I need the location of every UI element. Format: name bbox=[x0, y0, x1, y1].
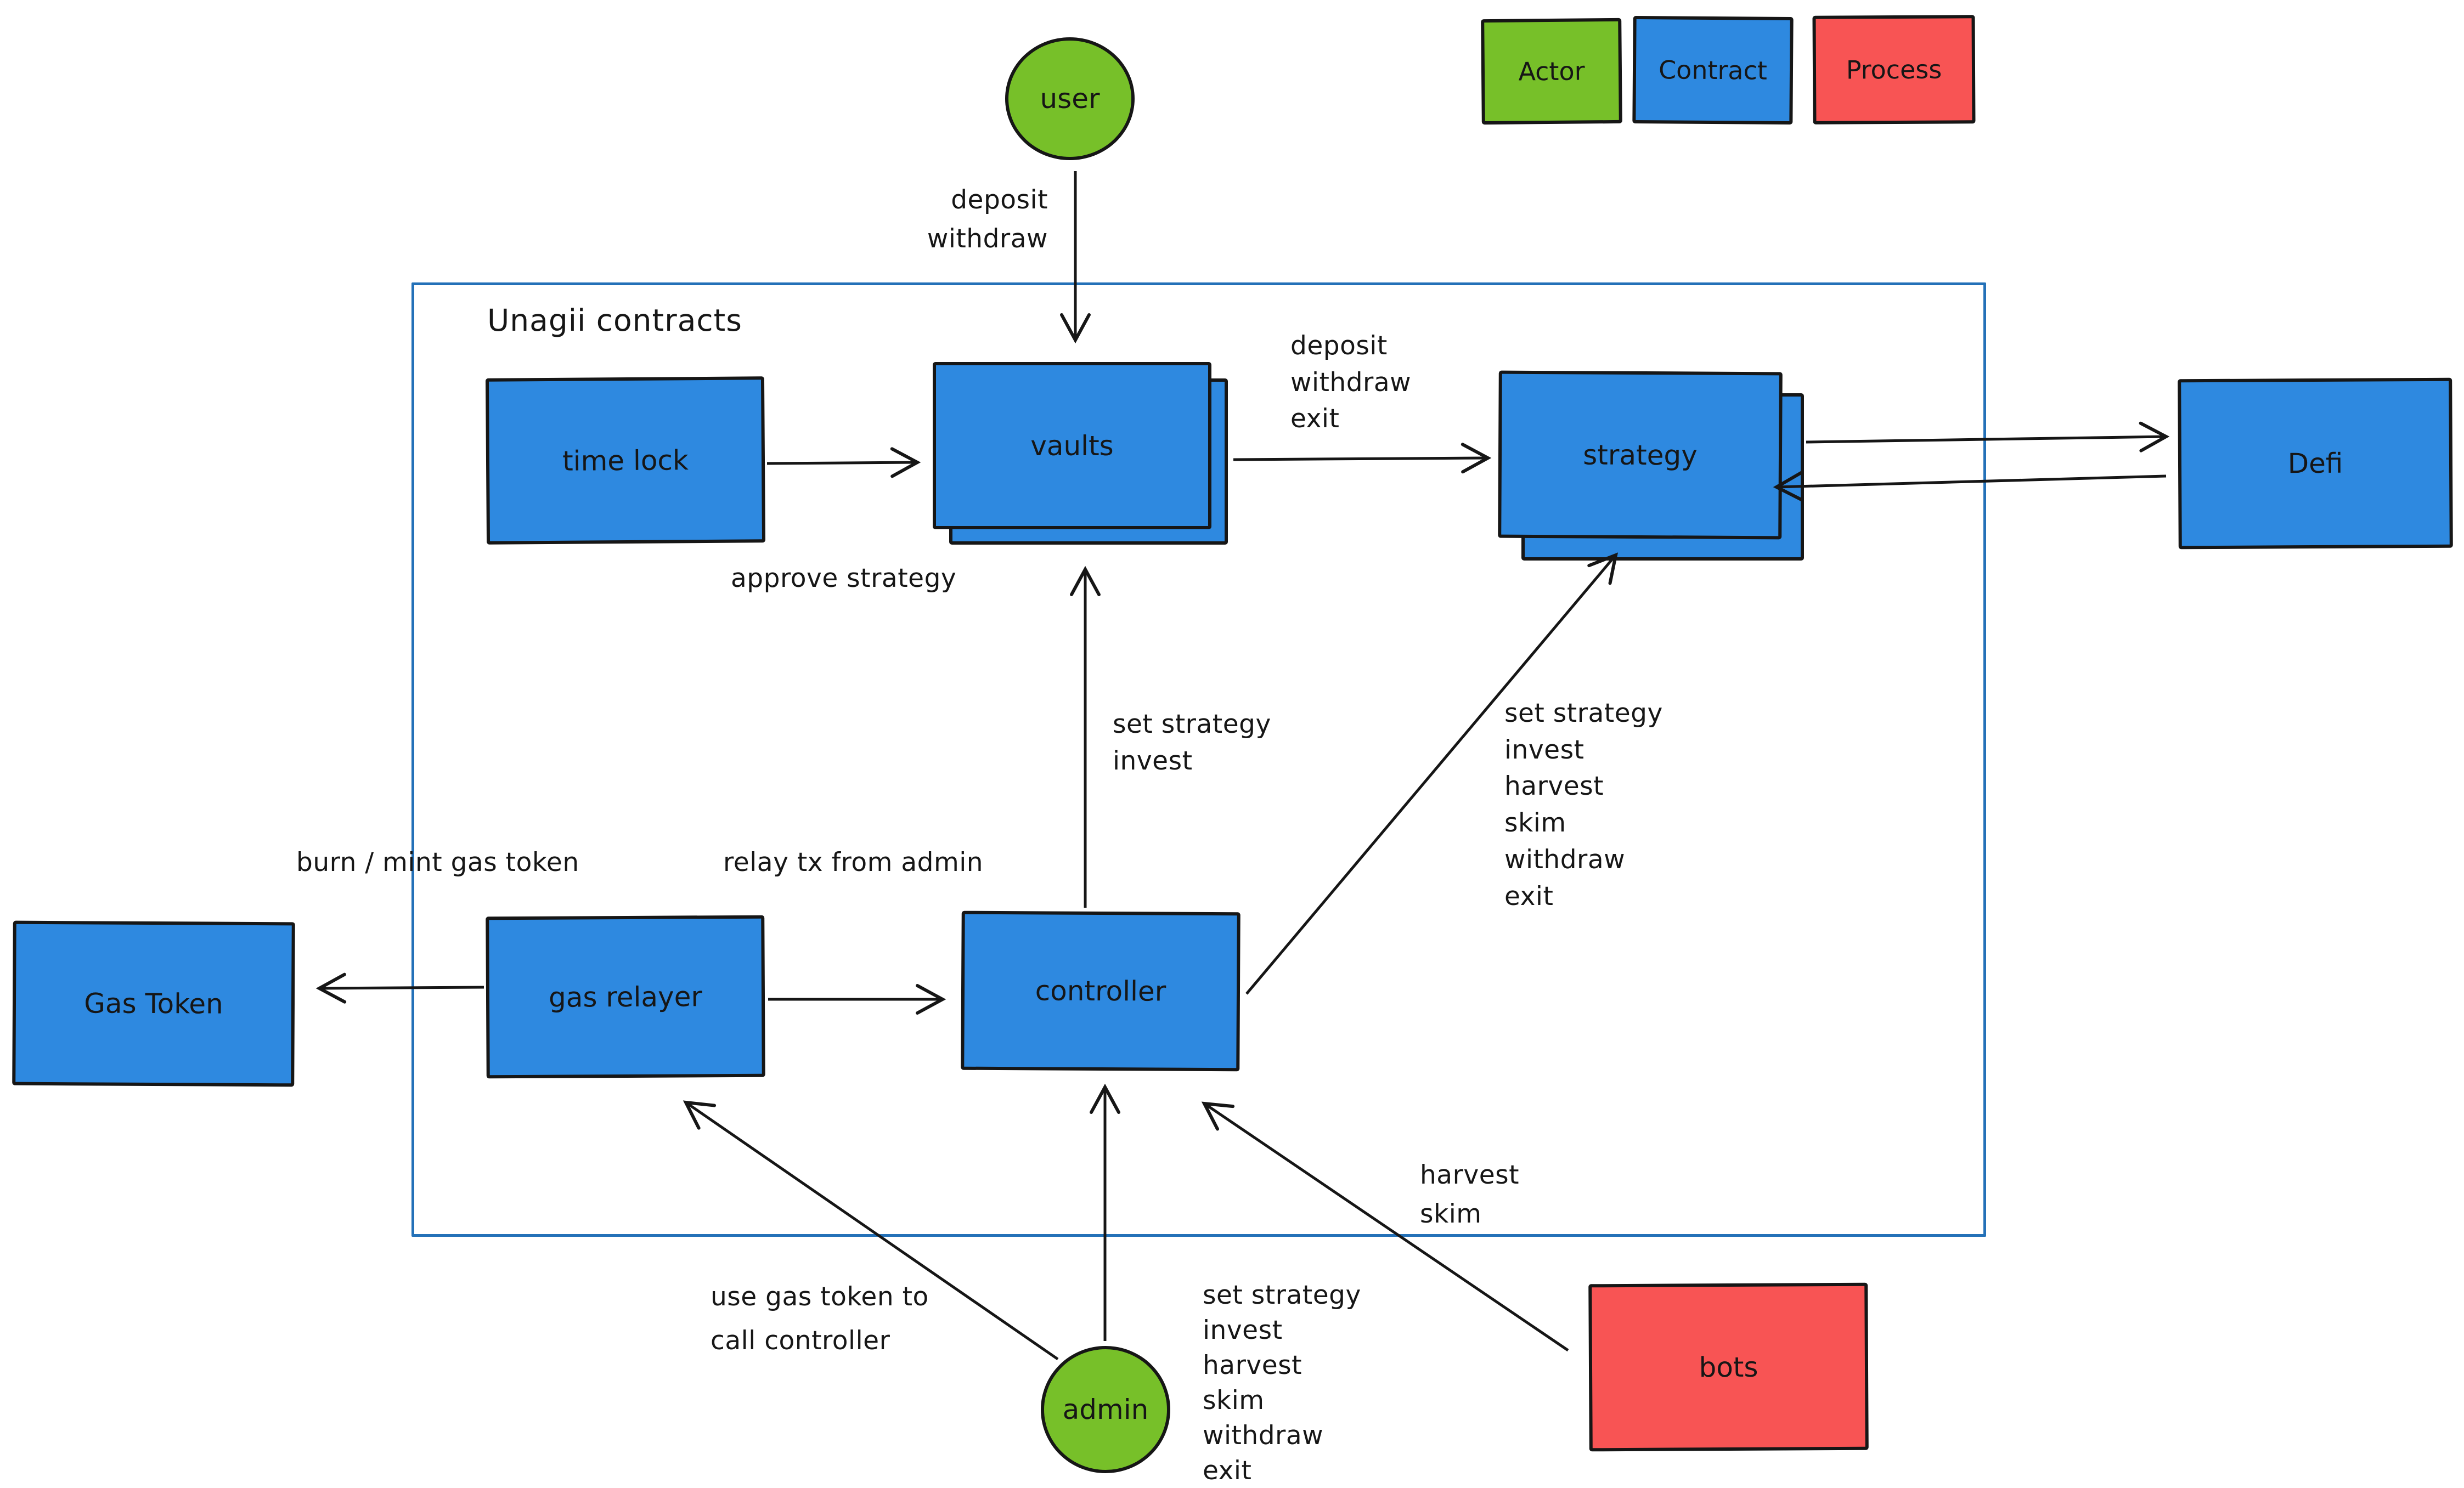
edge-label-controller-to-strategy: set strategy invest harvest skim withdra… bbox=[1504, 698, 1663, 912]
node-vaults: vaults bbox=[933, 362, 1211, 529]
node-strategy-label: strategy bbox=[1583, 438, 1698, 472]
legend-actor-box: Actor bbox=[1481, 18, 1622, 125]
edge-label-admin-to-controller: set strategy invest harvest skim withdra… bbox=[1203, 1280, 1361, 1486]
node-bots: bots bbox=[1588, 1282, 1869, 1452]
node-admin-label: admin bbox=[1062, 1394, 1149, 1425]
legend-contract-label: Contract bbox=[1658, 55, 1768, 86]
node-time-lock: time lock bbox=[485, 376, 766, 545]
node-gas-token-label: Gas Token bbox=[84, 987, 223, 1020]
edge-label-gasrelayer-to-controller: relay tx from admin bbox=[723, 847, 984, 878]
node-user: user bbox=[1005, 37, 1135, 160]
edge-label-controller-to-vaults: set strategy invest bbox=[1113, 709, 1271, 776]
legend-contract-box: Contract bbox=[1632, 15, 1794, 125]
edge-label-timelock-to-vaults: approve strategy bbox=[731, 563, 957, 593]
node-admin: admin bbox=[1041, 1346, 1170, 1473]
edge-label-admin-to-gasrelayer: use gas token to call controller bbox=[711, 1282, 929, 1356]
legend-actor-label: Actor bbox=[1518, 56, 1585, 87]
legend-process-box: Process bbox=[1812, 15, 1976, 125]
node-gas-token: Gas Token bbox=[12, 920, 295, 1087]
node-vaults-label: vaults bbox=[1030, 429, 1114, 462]
legend-process-label: Process bbox=[1846, 54, 1942, 85]
edge-label-user-to-vaults: deposit withdraw bbox=[927, 185, 1048, 254]
node-bots-label: bots bbox=[1699, 1351, 1758, 1383]
node-controller: controller bbox=[961, 910, 1241, 1072]
node-time-lock-label: time lock bbox=[562, 444, 689, 477]
node-defi-label: Defi bbox=[2287, 447, 2343, 480]
edge-label-bots-to-controller: harvest skim bbox=[1420, 1160, 1520, 1229]
unagii-contracts-container bbox=[411, 282, 1986, 1237]
edge-label-vaults-to-strategy: deposit withdraw exit bbox=[1290, 331, 1412, 434]
edge-label-gasrelayer-to-gastoken: burn / mint gas token bbox=[296, 847, 579, 878]
node-defi: Defi bbox=[2178, 377, 2453, 550]
node-gas-relayer: gas relayer bbox=[486, 915, 765, 1079]
node-controller-label: controller bbox=[1035, 975, 1166, 1008]
node-user-label: user bbox=[1040, 83, 1100, 115]
node-strategy: strategy bbox=[1498, 370, 1783, 540]
container-title: Unagii contracts bbox=[487, 303, 742, 338]
node-gas-relayer-label: gas relayer bbox=[548, 980, 703, 1014]
